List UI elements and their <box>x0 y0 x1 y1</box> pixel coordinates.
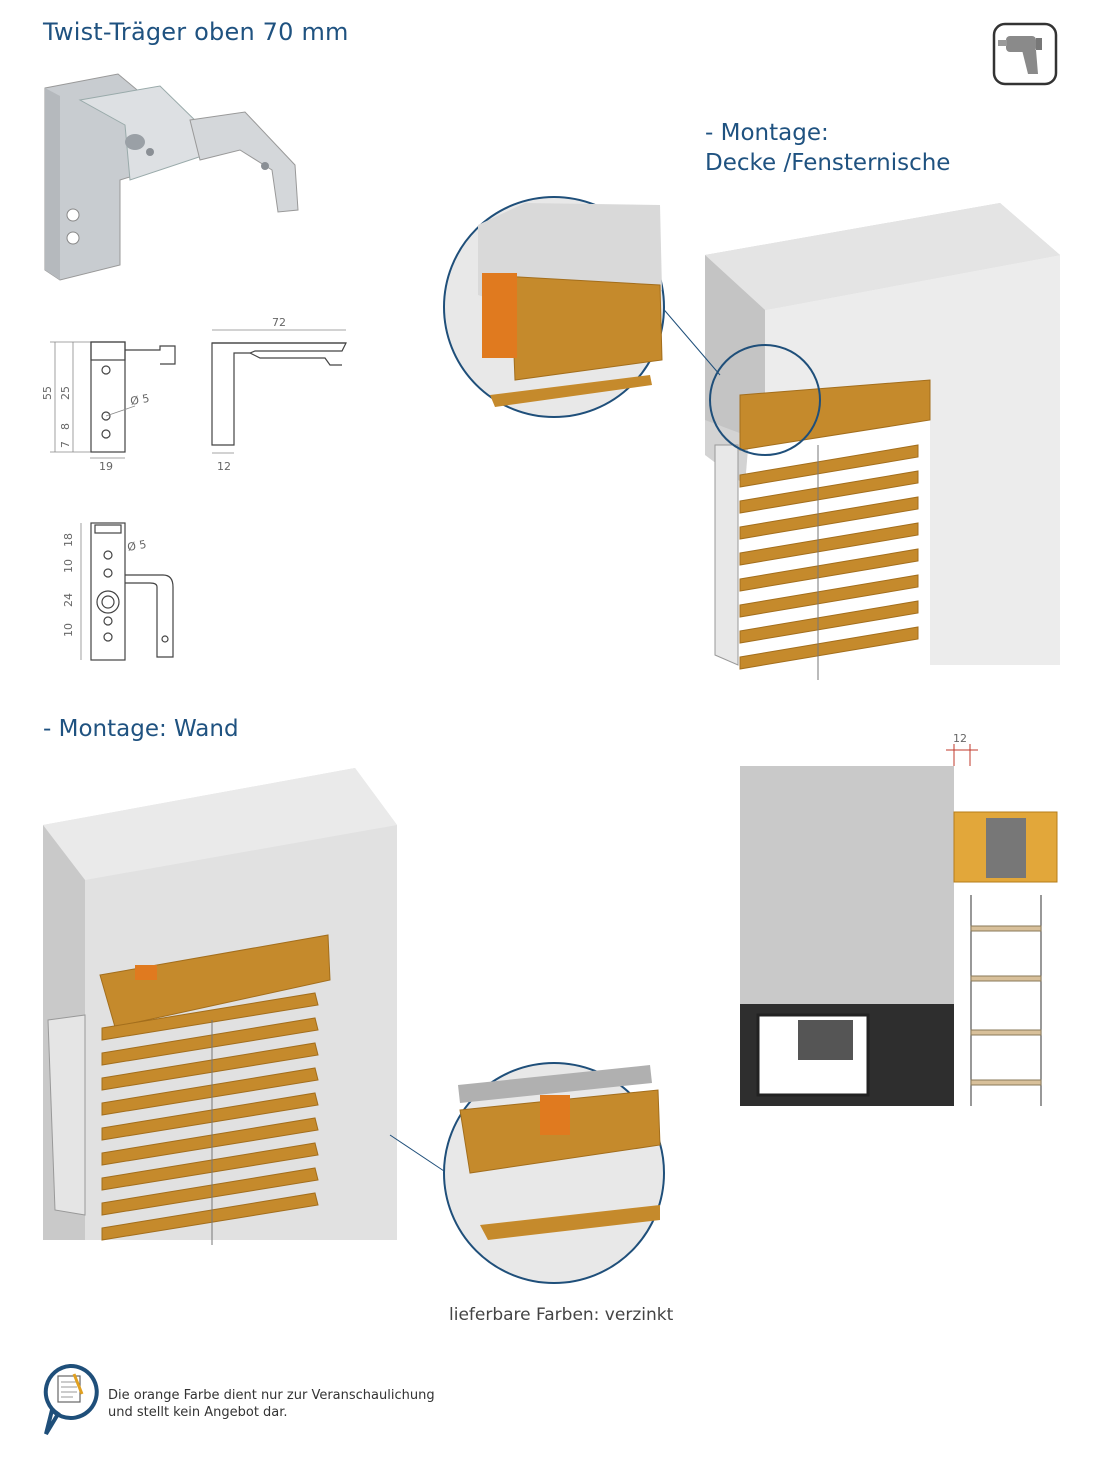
info-document-icon <box>40 1362 100 1442</box>
dim-side-width: 19 <box>99 460 113 473</box>
dim-side-mid: 8 <box>59 423 72 430</box>
dim-top-depth: 12 <box>217 460 231 473</box>
dim-front-hole: Ø 5 <box>126 538 147 554</box>
front-view-drawing: 18 10 24 10 Ø 5 <box>55 515 185 665</box>
montage-ceiling-line1: - Montage: <box>705 120 829 146</box>
dim-side-low: 7 <box>59 441 72 448</box>
montage-ceiling-line2: Decke /Fensternische <box>705 150 951 176</box>
dim-top-width: 72 <box>272 316 286 329</box>
page-title: Twist-Träger oben 70 mm <box>43 18 349 46</box>
dim-hole-diameter: Ø 5 <box>129 392 150 408</box>
dim-side-height: 55 <box>41 386 54 400</box>
section-detail-illustration: 12 <box>738 730 1068 1108</box>
dim-front-24: 24 <box>62 593 75 607</box>
side-view-drawing: 55 25 8 7 19 Ø 5 <box>35 330 195 480</box>
dim-front-10a: 10 <box>62 559 75 573</box>
disclaimer-note: Die orange Farbe dient nur zur Veranscha… <box>108 1387 435 1421</box>
ceiling-mount-illustration <box>440 195 1070 690</box>
wall-mount-illustration <box>40 765 670 1285</box>
bracket-3d-image <box>40 70 310 285</box>
dim-front-10b: 10 <box>62 623 75 637</box>
dim-side-upper: 25 <box>59 386 72 400</box>
montage-wall-heading: - Montage: Wand <box>43 716 239 742</box>
available-colors: lieferbare Farben: verzinkt <box>449 1305 674 1325</box>
montage-ceiling-heading: - Montage: Decke /Fensternische <box>705 118 950 178</box>
note-line-1: Die orange Farbe dient nur zur Veranscha… <box>108 1388 435 1403</box>
dim-front-18: 18 <box>62 533 75 547</box>
note-line-2: und stellt kein Angebot dar. <box>108 1405 288 1420</box>
drill-icon <box>992 22 1058 86</box>
dim-gap: 12 <box>953 732 967 745</box>
top-view-drawing: 72 12 <box>200 313 360 478</box>
